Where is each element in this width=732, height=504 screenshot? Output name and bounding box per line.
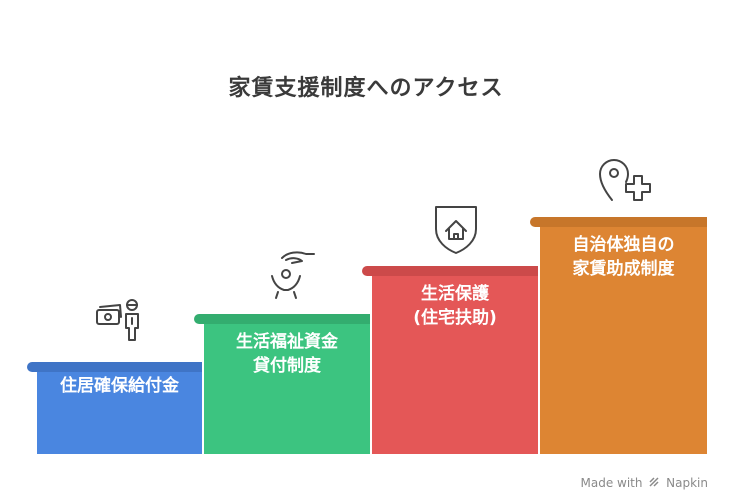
step-3-body (372, 276, 538, 454)
step-4-body (540, 227, 707, 454)
step-4: 自治体独自の 家賃助成制度 (530, 217, 707, 454)
step-1-body (37, 372, 202, 454)
step-3-cap (362, 266, 538, 276)
hand-care-icon (262, 248, 318, 300)
napkin-logo-icon (649, 476, 659, 490)
step-2-body (204, 324, 370, 454)
money-person-icon (94, 296, 146, 344)
step-3-label: 生活保護 (住宅扶助) (413, 284, 497, 328)
diagram-title: 家賃支援制度へのアクセス (228, 76, 504, 101)
step-4-cap (530, 217, 707, 227)
made-with-napkin: Made with Napkin (581, 476, 708, 491)
napkin-brand: Napkin (666, 475, 708, 490)
home-shield-icon (430, 203, 482, 255)
step-2-cap (194, 314, 370, 324)
location-plus-icon (598, 154, 652, 206)
step-1: 住居確保給付金 (27, 362, 202, 454)
step-1-cap (27, 362, 202, 372)
made-with-text: Made with (580, 475, 643, 490)
step-1-label: 住居確保給付金 (60, 376, 179, 396)
step-2-label: 生活福祉資金 貸付制度 (236, 332, 338, 376)
step-2: 生活福祉資金 貸付制度 (194, 314, 370, 454)
step-3: 生活保護 (住宅扶助) (362, 266, 538, 454)
step-4-label: 自治体独自の 家賃助成制度 (572, 235, 675, 279)
